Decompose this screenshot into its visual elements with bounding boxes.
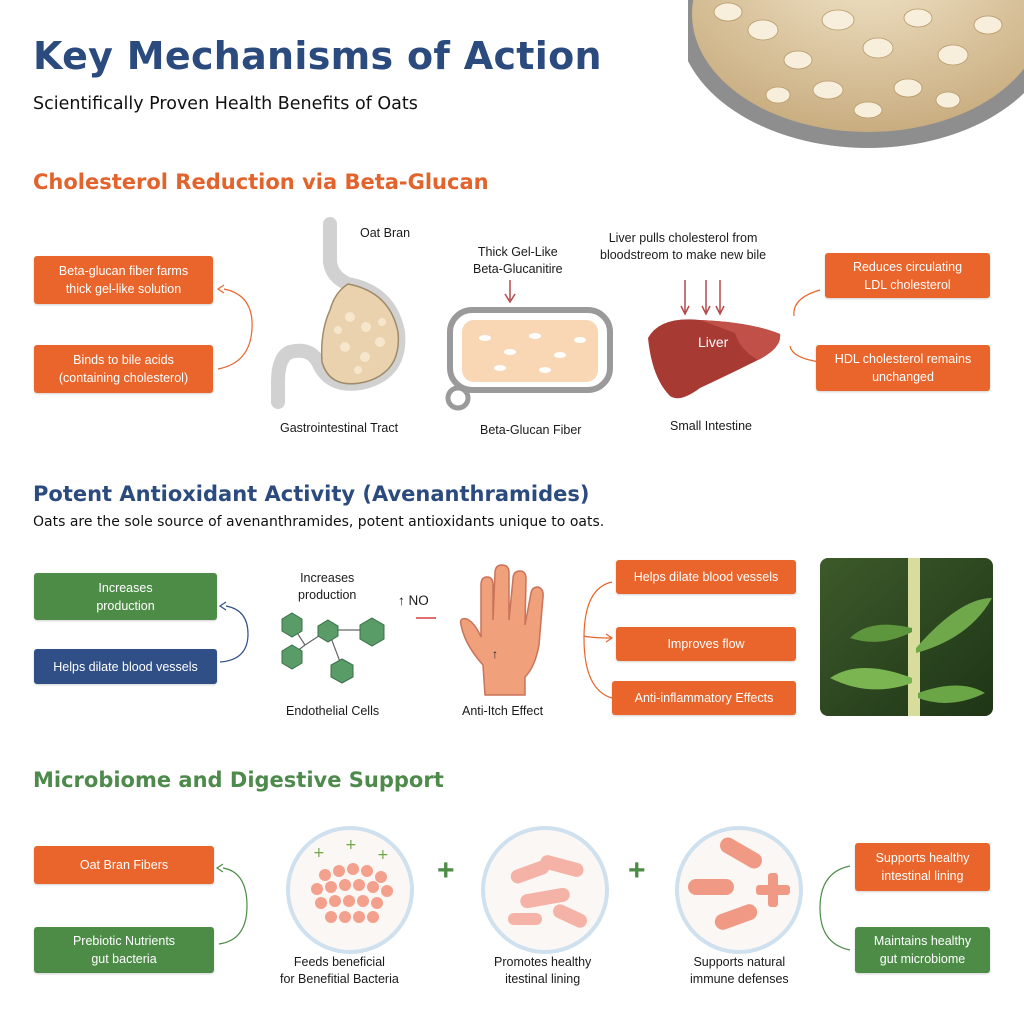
oat-plant-photo [820, 558, 993, 716]
box-improves-flow: Improves flow [616, 627, 796, 661]
label-oat-bran: Oat Bran [360, 226, 411, 240]
box-reduces-ldl: Reduces circulating LDL cholesterol [825, 253, 990, 298]
box-oat-bran-fibers: Oat Bran Fibers [34, 846, 214, 884]
box-dilate-blood-vessels: Helps dilate blood vessels [616, 560, 796, 594]
liver-text: Liver [698, 334, 729, 350]
curved-arrow-connector [819, 865, 851, 951]
section-heading-microbiome: Microbiome and Digestive Support [33, 768, 444, 792]
label-gel-like: Thick Gel-Like Beta-Glucanitire [473, 245, 563, 276]
box-beta-glucan-gel: Beta-glucan fiber farms thick gel-like s… [34, 256, 213, 304]
box-anti-inflammatory: Anti-inflammatory Effects [612, 681, 796, 715]
immune-defense-circle [675, 826, 803, 954]
curved-arrow-connector [583, 581, 614, 699]
box-hdl-unchanged: HDL cholesterol remains unchanged [816, 345, 990, 391]
label-promotes-healthy: Promotes healthy itestinal lining [494, 955, 592, 986]
label-gi-tract: Gastrointestinal Tract [280, 421, 399, 435]
no-dash [416, 617, 436, 619]
box-maintains-microbiome: Maintains healthy gut microbiome [855, 927, 990, 973]
page-title: Key Mechanisms of Action [33, 34, 602, 78]
intestinal-lining-circle [481, 826, 609, 954]
curved-arrow-connector [216, 284, 253, 370]
label-no: ↑ NO [398, 593, 429, 608]
hand-illustration [459, 564, 544, 696]
oat-bowl-image [688, 0, 1024, 148]
molecule-illustration [281, 612, 385, 684]
plus-sign: + [628, 854, 646, 887]
antioxidant-intro: Oats are the sole source of avenanthrami… [33, 514, 605, 530]
label-endothelial-cells: Endothelial Cells [286, 704, 380, 718]
liver-illustration [648, 280, 781, 399]
svg-text:+: + [313, 845, 325, 861]
section-heading-cholesterol: Cholesterol Reduction via Beta-Glucan [33, 170, 489, 194]
page-subtitle: Scientifically Proven Health Benefits of… [33, 94, 418, 114]
curved-arrow-connector [215, 863, 248, 945]
stomach-illustration [271, 217, 406, 409]
beneficial-bacteria-circle: + + + [286, 826, 414, 954]
hand-arrow: ↑ [492, 647, 498, 661]
label-beta-glucan-fiber: Beta-Glucan Fiber [480, 423, 582, 437]
box-helps-dilate: Helps dilate blood vessels [34, 649, 217, 684]
box-prebiotic-nutrients: Prebiotic Nutrients gut bacteria [34, 927, 214, 973]
box-binds-bile-acids: Binds to bile acids (containing choleste… [34, 345, 213, 393]
label-increases-production: Increases production [298, 571, 357, 602]
svg-text:+: + [345, 837, 357, 853]
plus-sign: + [437, 854, 455, 887]
label-feeds-beneficial: Feeds beneficial for Benefitial Bacteria [280, 955, 399, 986]
label-supports-immune: Supports natural immune defenses [690, 955, 789, 986]
intestine-illustration [445, 280, 613, 411]
svg-text:+: + [377, 847, 389, 863]
label-liver-note: Liver pulls cholesterol from bloodstreom… [600, 231, 767, 262]
label-small-intestine: Small Intestine [670, 419, 752, 433]
section-heading-antioxidant: Potent Antioxidant Activity (Avenanthram… [33, 482, 590, 506]
box-supports-intestinal-lining: Supports healthy intestinal lining [855, 843, 990, 891]
curved-arrow-connector [789, 289, 821, 363]
curved-arrow-connector [218, 601, 249, 663]
label-anti-itch: Anti-Itch Effect [462, 704, 544, 718]
box-increases-production: Increases production [34, 573, 217, 620]
